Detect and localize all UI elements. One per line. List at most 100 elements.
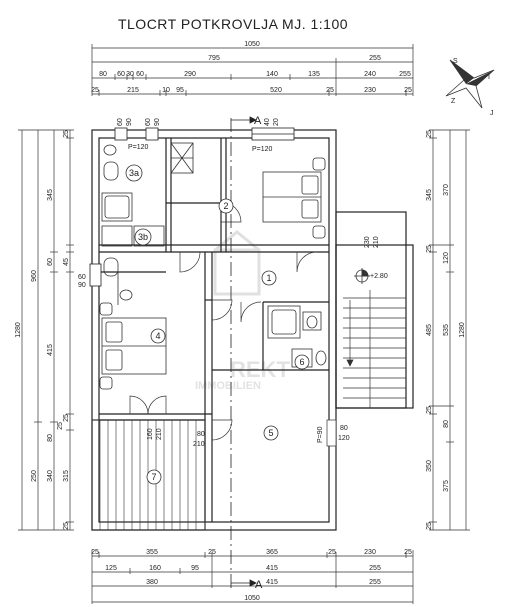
door-dim-d: 210 — [193, 441, 205, 448]
bot-dim-r2-4: 255 — [369, 565, 381, 572]
section-line — [230, 116, 257, 590]
left-dim-c4-6: 25 — [63, 522, 70, 530]
bot-dim-r2-1: 160 — [149, 565, 161, 572]
level-marker-icon — [354, 268, 370, 284]
bot-dim-r2-2: 95 — [191, 565, 199, 572]
top-dim-r3-3: 60 — [136, 71, 144, 78]
bot-dim-overall: 1050 — [244, 595, 260, 602]
win-dim-c: 60 — [145, 118, 152, 126]
window-p120-b: P=120 — [252, 146, 273, 153]
watermark: REKT IMMOBILIEN — [195, 230, 290, 392]
bot-dim-r3-2: 255 — [369, 579, 381, 586]
right-dim-c1-0: 25 — [426, 130, 433, 138]
bedroom-4-furniture — [99, 302, 167, 390]
left-dim-345: 345 — [47, 189, 54, 201]
room-5-label: 5 — [268, 428, 273, 438]
win-dim-f: 20 — [273, 118, 280, 126]
top-dim-r3-6: 135 — [308, 71, 320, 78]
left-dim-250: 250 — [31, 470, 38, 482]
compass-z: Z — [451, 98, 456, 105]
win-right-a: 80 — [340, 425, 348, 432]
left-dim-c4-0: 25 — [63, 130, 70, 138]
top-dim-r4-1: 215 — [127, 87, 139, 94]
top-dim-r4-6: 230 — [364, 87, 376, 94]
left-dim-overall: 1280 — [15, 322, 22, 338]
staircase — [343, 290, 406, 408]
right-dimension-lines — [429, 129, 470, 531]
room-1-label: 1 — [266, 273, 271, 283]
left-win-b: 90 — [78, 282, 86, 289]
room-3a-label: 3a — [129, 168, 139, 178]
top-dim-r3-7: 240 — [364, 71, 376, 78]
left-dim-340: 340 — [47, 470, 54, 482]
top-dim-r3-8: 255 — [399, 71, 411, 78]
left-window — [89, 263, 102, 287]
right-dim-c1-3: 485 — [426, 324, 433, 336]
bot-dim-r1-5: 230 — [364, 549, 376, 556]
compass-j: J — [490, 110, 494, 117]
bot-dim-r1-2: 25 — [208, 549, 216, 556]
bedroom-2-furniture — [262, 157, 326, 239]
doors — [129, 201, 337, 447]
right-dim-c2-3: 80 — [443, 420, 450, 428]
room-4-label: 4 — [155, 331, 160, 341]
door-dim-b: 210 — [156, 428, 163, 440]
room-2-label: 2 — [223, 201, 228, 211]
compass-icon: S I J Z — [445, 58, 495, 117]
terrace-deck — [91, 419, 206, 531]
top-dim-r3-0: 80 — [99, 71, 107, 78]
top-windows — [114, 127, 295, 141]
top-dim-795: 795 — [208, 55, 220, 62]
top-dimension-lines — [91, 44, 414, 96]
left-dim-c4-3: 25 — [57, 422, 64, 430]
bot-dim-r2-3: 415 — [266, 565, 278, 572]
compass-s: S — [453, 58, 458, 65]
top-dim-255: 255 — [369, 55, 381, 62]
right-dim-c1-4: 25 — [426, 406, 433, 414]
right-dim-c2-4: 375 — [443, 480, 450, 492]
right-dim-c1-5: 350 — [426, 460, 433, 472]
left-dim-60: 60 — [47, 258, 54, 266]
bot-dim-r1-3: 365 — [266, 549, 278, 556]
level-label: +2.80 — [370, 273, 388, 280]
right-dim-c1-1: 345 — [426, 189, 433, 201]
top-dim-r4-0: 25 — [91, 87, 99, 94]
right-dim-c1-6: 25 — [426, 522, 433, 530]
win-dim-a: 60 — [117, 118, 124, 126]
right-dim-overall: 1280 — [459, 322, 466, 338]
bot-dim-r1-1: 355 — [146, 549, 158, 556]
top-dim-r4-2: 10 — [162, 87, 170, 94]
room-7-label: 7 — [151, 472, 156, 482]
left-dim-960: 960 — [31, 270, 38, 282]
window-p120-a: P=120 — [128, 144, 149, 151]
bot-dim-r1-0: 25 — [91, 549, 99, 556]
top-dim-r4-7: 25 — [404, 87, 412, 94]
bot-dim-r1-6: 25 — [404, 549, 412, 556]
bot-dim-r1-4: 25 — [328, 549, 336, 556]
left-dim-c4-1: 45 — [63, 258, 70, 266]
right-dim-c2-1: 120 — [443, 252, 450, 264]
room-6-label: 6 — [299, 357, 304, 367]
door-dim-a: 160 — [147, 428, 154, 440]
stair-dim-a: 230 — [364, 236, 371, 248]
bottom-dimension-lines — [91, 550, 414, 604]
win-right-b: 120 — [338, 435, 350, 442]
right-dim-c2-0: 370 — [443, 184, 450, 196]
right-dim-c2-2: 535 — [443, 324, 450, 336]
bath-6-fixtures — [267, 305, 327, 368]
compass-i: I — [488, 74, 490, 81]
win-dim-b: 90 — [126, 118, 133, 126]
bot-dim-r3-0: 380 — [146, 579, 158, 586]
bot-dim-r3-1: 415 — [266, 579, 278, 586]
top-dim-overall: 1050 — [244, 41, 260, 48]
bathroom-fixtures — [101, 142, 194, 305]
window-p90: P=90 — [317, 426, 324, 443]
left-dimension-lines — [18, 129, 74, 531]
room-3b-label: 3b — [138, 232, 148, 242]
left-dim-c4-5: 315 — [63, 470, 70, 482]
win-dim-e: 40 — [264, 118, 271, 126]
win-dim-d: 90 — [154, 118, 161, 126]
left-win-a: 60 — [78, 274, 86, 281]
plan-title: TLOCRT POTKROVLJA MJ. 1:100 — [118, 16, 348, 32]
